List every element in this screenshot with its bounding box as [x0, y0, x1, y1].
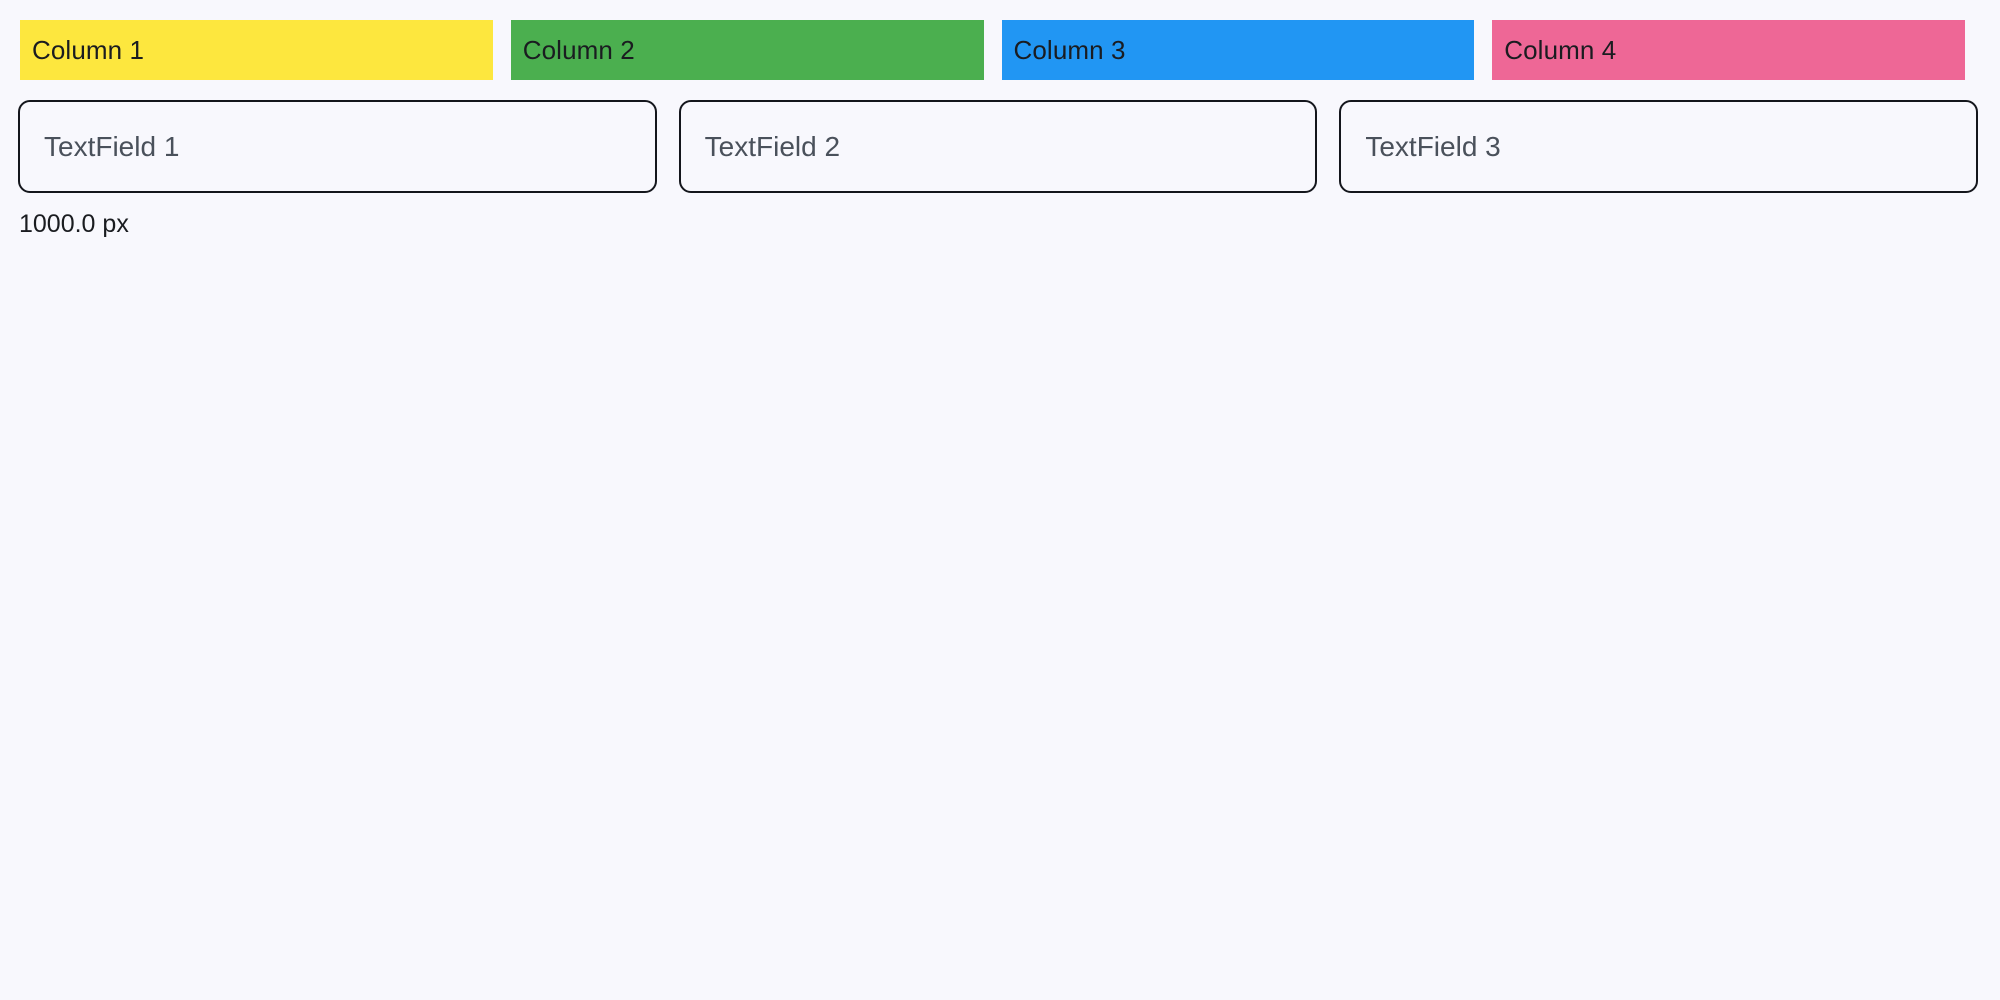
- textfield-1[interactable]: TextField 1: [18, 100, 657, 193]
- column-label: Column 2: [522, 35, 635, 65]
- column-label: Column 3: [1013, 35, 1126, 65]
- columns-row: Column 1 Column 2 Column 3 Column 4: [20, 20, 1965, 80]
- column-block-1[interactable]: Column 1: [20, 20, 493, 80]
- textfield-2[interactable]: TextField 2: [678, 100, 1318, 193]
- column-label: Column 1: [32, 35, 145, 65]
- column-block-2[interactable]: Column 2: [510, 20, 984, 80]
- textfield-3[interactable]: TextField 3: [1339, 100, 1979, 193]
- textfield-placeholder: TextField 3: [1365, 130, 1501, 162]
- textfield-placeholder: TextField 2: [704, 130, 841, 162]
- column-block-3[interactable]: Column 3: [1001, 20, 1475, 80]
- size-readout: 1000.0 px: [19, 210, 129, 238]
- column-block-4[interactable]: Column 4: [1492, 20, 1965, 80]
- textfields-row: TextField 1 TextField 2 TextField 3: [18, 100, 1979, 193]
- textfield-placeholder: TextField 1: [44, 130, 180, 162]
- column-label: Column 4: [1504, 35, 1617, 65]
